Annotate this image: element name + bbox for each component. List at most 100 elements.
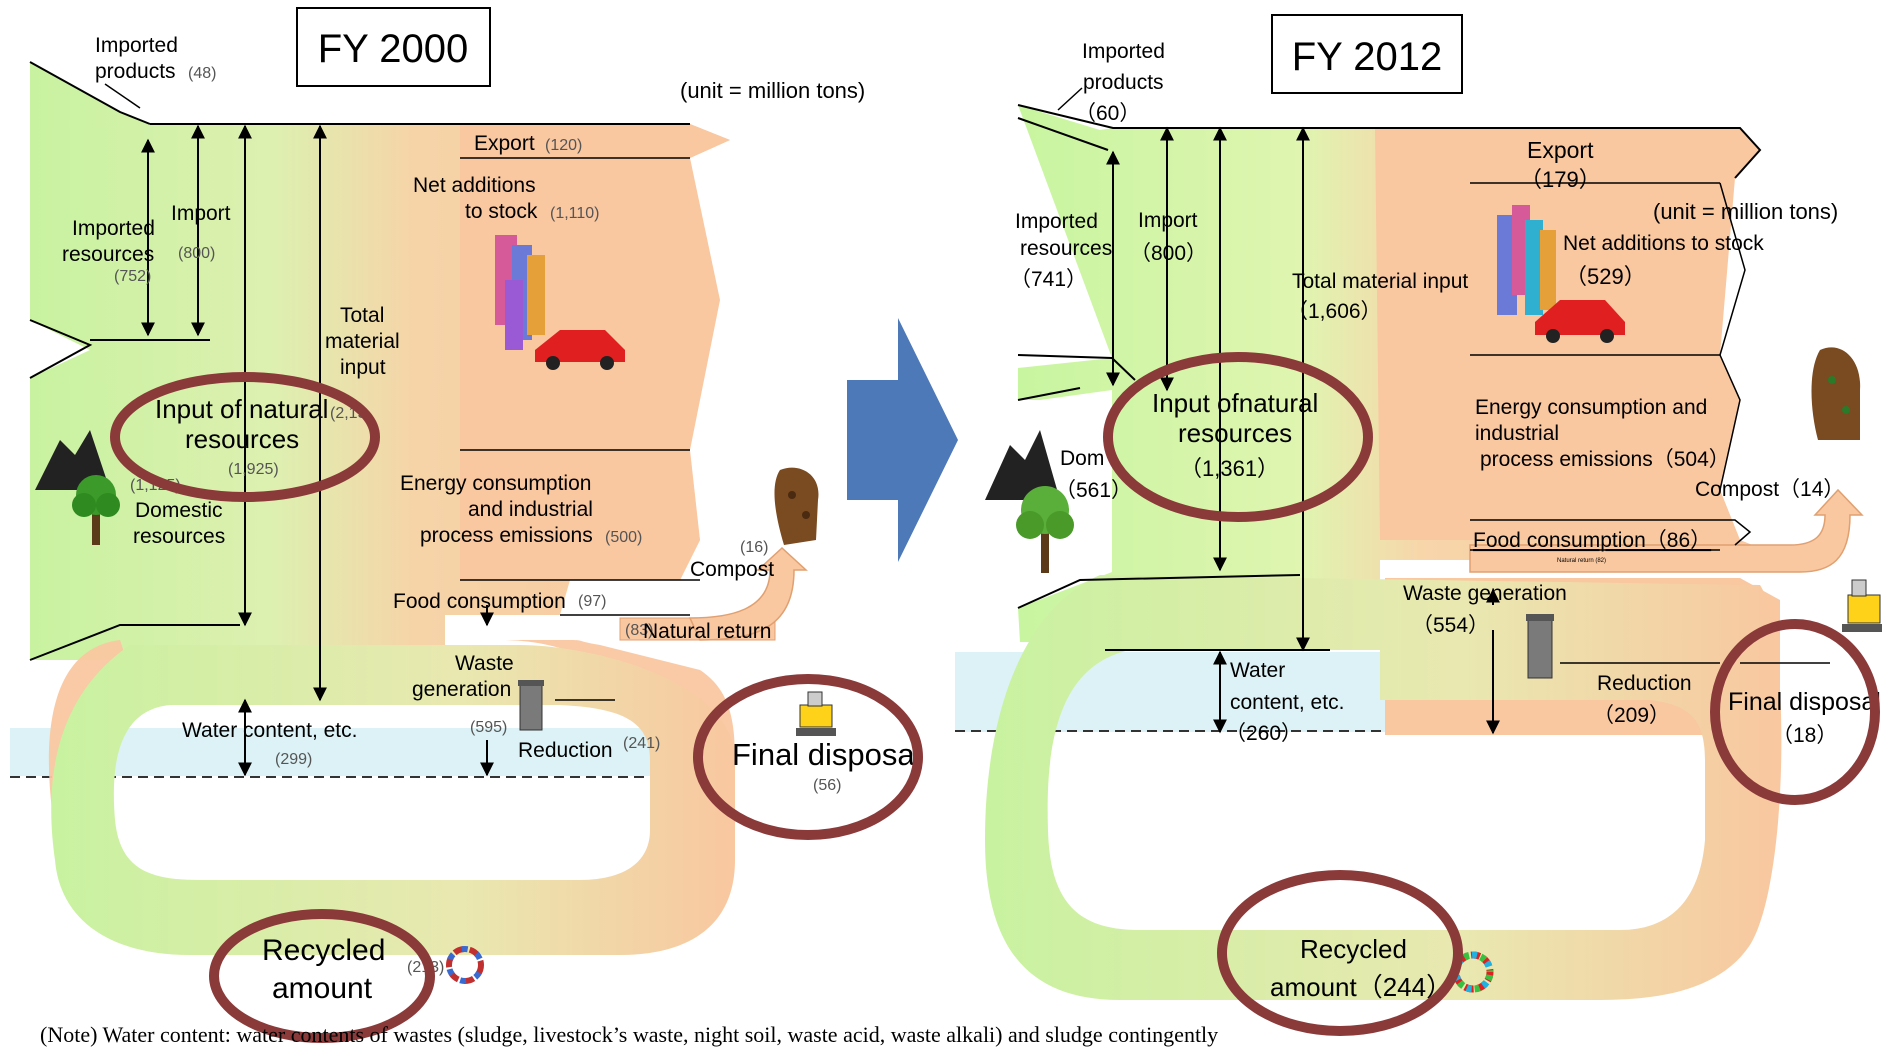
compost-arrow [688,546,808,641]
imported-products-label-1: Imported [95,34,178,57]
imported-products-label-2: products [95,60,176,83]
compost-label: Compost [690,558,774,581]
imported-products-label-2-right: products [1083,71,1164,94]
import-value: (800) [178,245,215,262]
input-natural-value-right: （1,361） [1180,456,1279,481]
waste-label-1: Waste [455,652,514,675]
energy-label-3-right: process emissions（504） [1480,448,1730,471]
food-value: (97) [578,593,606,610]
highlight-recycled-right [1217,870,1463,1036]
natural-return-small-right: Natural return (82) [1557,558,1606,564]
fy-title-box [296,7,491,87]
water-value: (299) [275,751,312,768]
reduction-label: Reduction [518,739,613,762]
energy-label-2-right: industrial [1475,422,1559,445]
water-label-1-right: Water [1230,659,1285,682]
buildings-icon-right [1497,205,1556,315]
waste-label-2: generation [412,678,511,701]
trash-can-icon [518,680,544,731]
imported-products-value: (48) [188,65,216,82]
energy-label-3: process emissions [420,524,593,547]
recycle-loop-right [985,575,1782,1000]
fy-title: FY 2000 [318,27,469,71]
imported-products-label-1-right: Imported [1082,40,1165,63]
waste-value: (595) [470,719,507,736]
input-natural-label-1-right: Input ofnatural [1152,388,1318,418]
mountain-icon-right [985,430,1060,500]
tree-icon [72,475,120,545]
recycled-label-1-right: Recycled [1300,934,1407,964]
final-disposal-label: Final disposal [732,737,922,772]
waste-value-right: （554） [1412,614,1489,637]
import-value-right: （800） [1130,242,1207,265]
fy-title-right: FY 2012 [1292,35,1443,79]
compost-icon [774,467,819,545]
net-additions-label-1: Net additions [413,174,536,197]
total-material-input-1: Total [340,304,384,327]
imported-resources-value: (752) [114,268,151,285]
bulldozer-icon-right [1842,579,1882,632]
tree-icon-right [1016,486,1074,573]
fy-title-box-right [1271,14,1463,94]
net-additions-label-2: to stock [465,200,538,223]
total-material-input-2: material [325,330,400,353]
unit-label-right: (unit = million tons) [1653,199,1838,224]
reduction-value-right: （209） [1593,704,1670,727]
car-icon-right [1535,300,1625,343]
net-additions-value: (1,110) [550,205,600,222]
recycled-label-1: Recycled [262,934,385,967]
highlight-final-disposal [693,674,923,840]
right-panel: FY 2012 (unit = million tons) Imported p… [955,14,1882,1036]
trash-can-icon-right [1526,614,1554,679]
unit-label: (unit = million tons) [680,78,865,103]
final-disposal-value: (56) [813,777,841,794]
compost-icon-right [1811,347,1861,440]
energy-label-2: and industrial [468,498,593,521]
net-additions-value-right: （529） [1565,264,1646,289]
domestic-label-1: Domestic [135,499,223,522]
total-material-input-right: Total material input [1292,270,1468,293]
natural-return-value: (83) [625,622,653,639]
imported-resources-label-2-right: resources [1020,237,1112,260]
water-value-right: （260） [1225,722,1302,745]
domestic-label-2: resources [133,525,225,548]
net-additions-label-right: Net additions to stock [1563,232,1764,255]
total-material-input-value-right: （1,606） [1287,300,1382,323]
export-value-right: （179） [1520,167,1601,192]
compost-arrow-right [1469,488,1864,573]
export-label: Export [474,132,535,155]
recycled-label-2: amount [272,972,373,1005]
export-value: (120) [545,137,582,154]
food-label: Food consumption [393,590,566,613]
input-natural-label-1: Input of natural [155,394,328,424]
compost-label-right: Compost（14） [1695,478,1844,501]
waste-label-right: Waste generation [1403,582,1567,605]
imported-resources-label-2: resources [62,243,154,266]
input-natural-value: (1,925) [228,461,279,478]
natural-return-label: Natural return [643,620,771,643]
highlight-final-disposal-right [1710,619,1880,805]
bulldozer-icon [796,691,836,736]
domestic-value-right: （561） [1055,479,1132,502]
input-natural-label-2-right: resources [1178,418,1292,448]
export-label-right: Export [1527,137,1594,163]
left-panel: FY 2000 (unit = million tons) Imported p… [10,7,923,1043]
recycled-label-2-right: amount（244） [1270,972,1452,1002]
reduction-value: (241) [623,735,660,752]
energy-value: (500) [605,529,642,546]
reduction-label-right: Reduction [1597,672,1692,695]
highlight-input-natural [110,372,380,502]
food-label-right: Food consumption（86） [1473,529,1711,552]
water-label: Water content, etc. [182,719,357,742]
import-label-right: Import [1138,209,1198,232]
imported-resources-label-1-right: Imported [1015,210,1098,233]
water-band [10,728,710,776]
final-disposal-value-right: （18） [1772,724,1837,747]
energy-label-1: Energy consumption [400,472,591,495]
car-icon [535,330,625,370]
buildings-icon [495,235,545,350]
transition-arrow [847,318,958,562]
mountain-icon [35,430,110,490]
highlight-input-natural-right [1103,352,1373,522]
